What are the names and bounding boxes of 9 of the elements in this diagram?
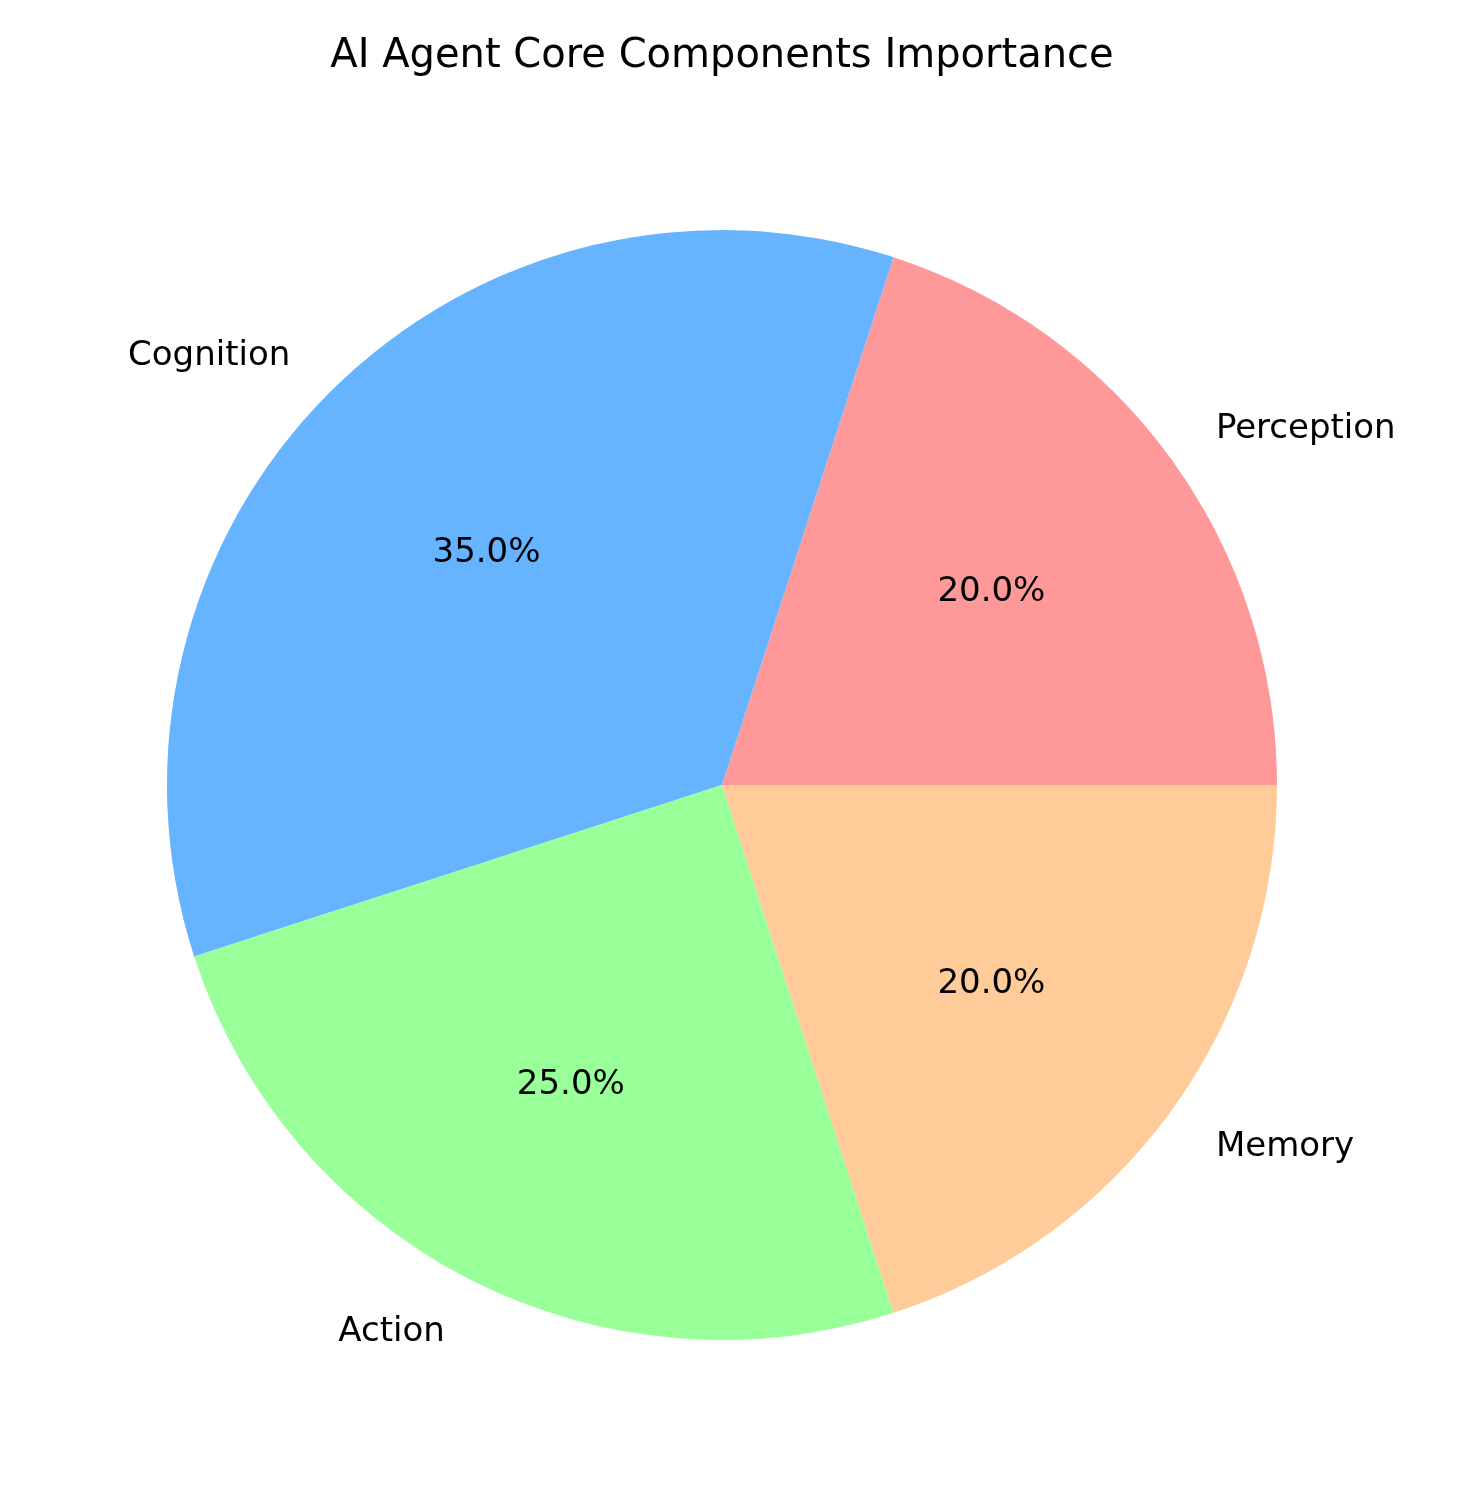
chart-title: AI Agent Core Components Importance <box>330 30 1114 76</box>
slice-label: Perception <box>1215 406 1396 447</box>
percentage-label: 35.0% <box>432 529 541 570</box>
slice-label: Action <box>338 1308 445 1349</box>
percentage-label: 25.0% <box>516 1061 625 1102</box>
percentage-label: 20.0% <box>937 960 1046 1001</box>
slice-label: Cognition <box>128 333 291 374</box>
percentage-label: 20.0% <box>937 569 1046 610</box>
slice-label: Memory <box>1215 1123 1355 1164</box>
